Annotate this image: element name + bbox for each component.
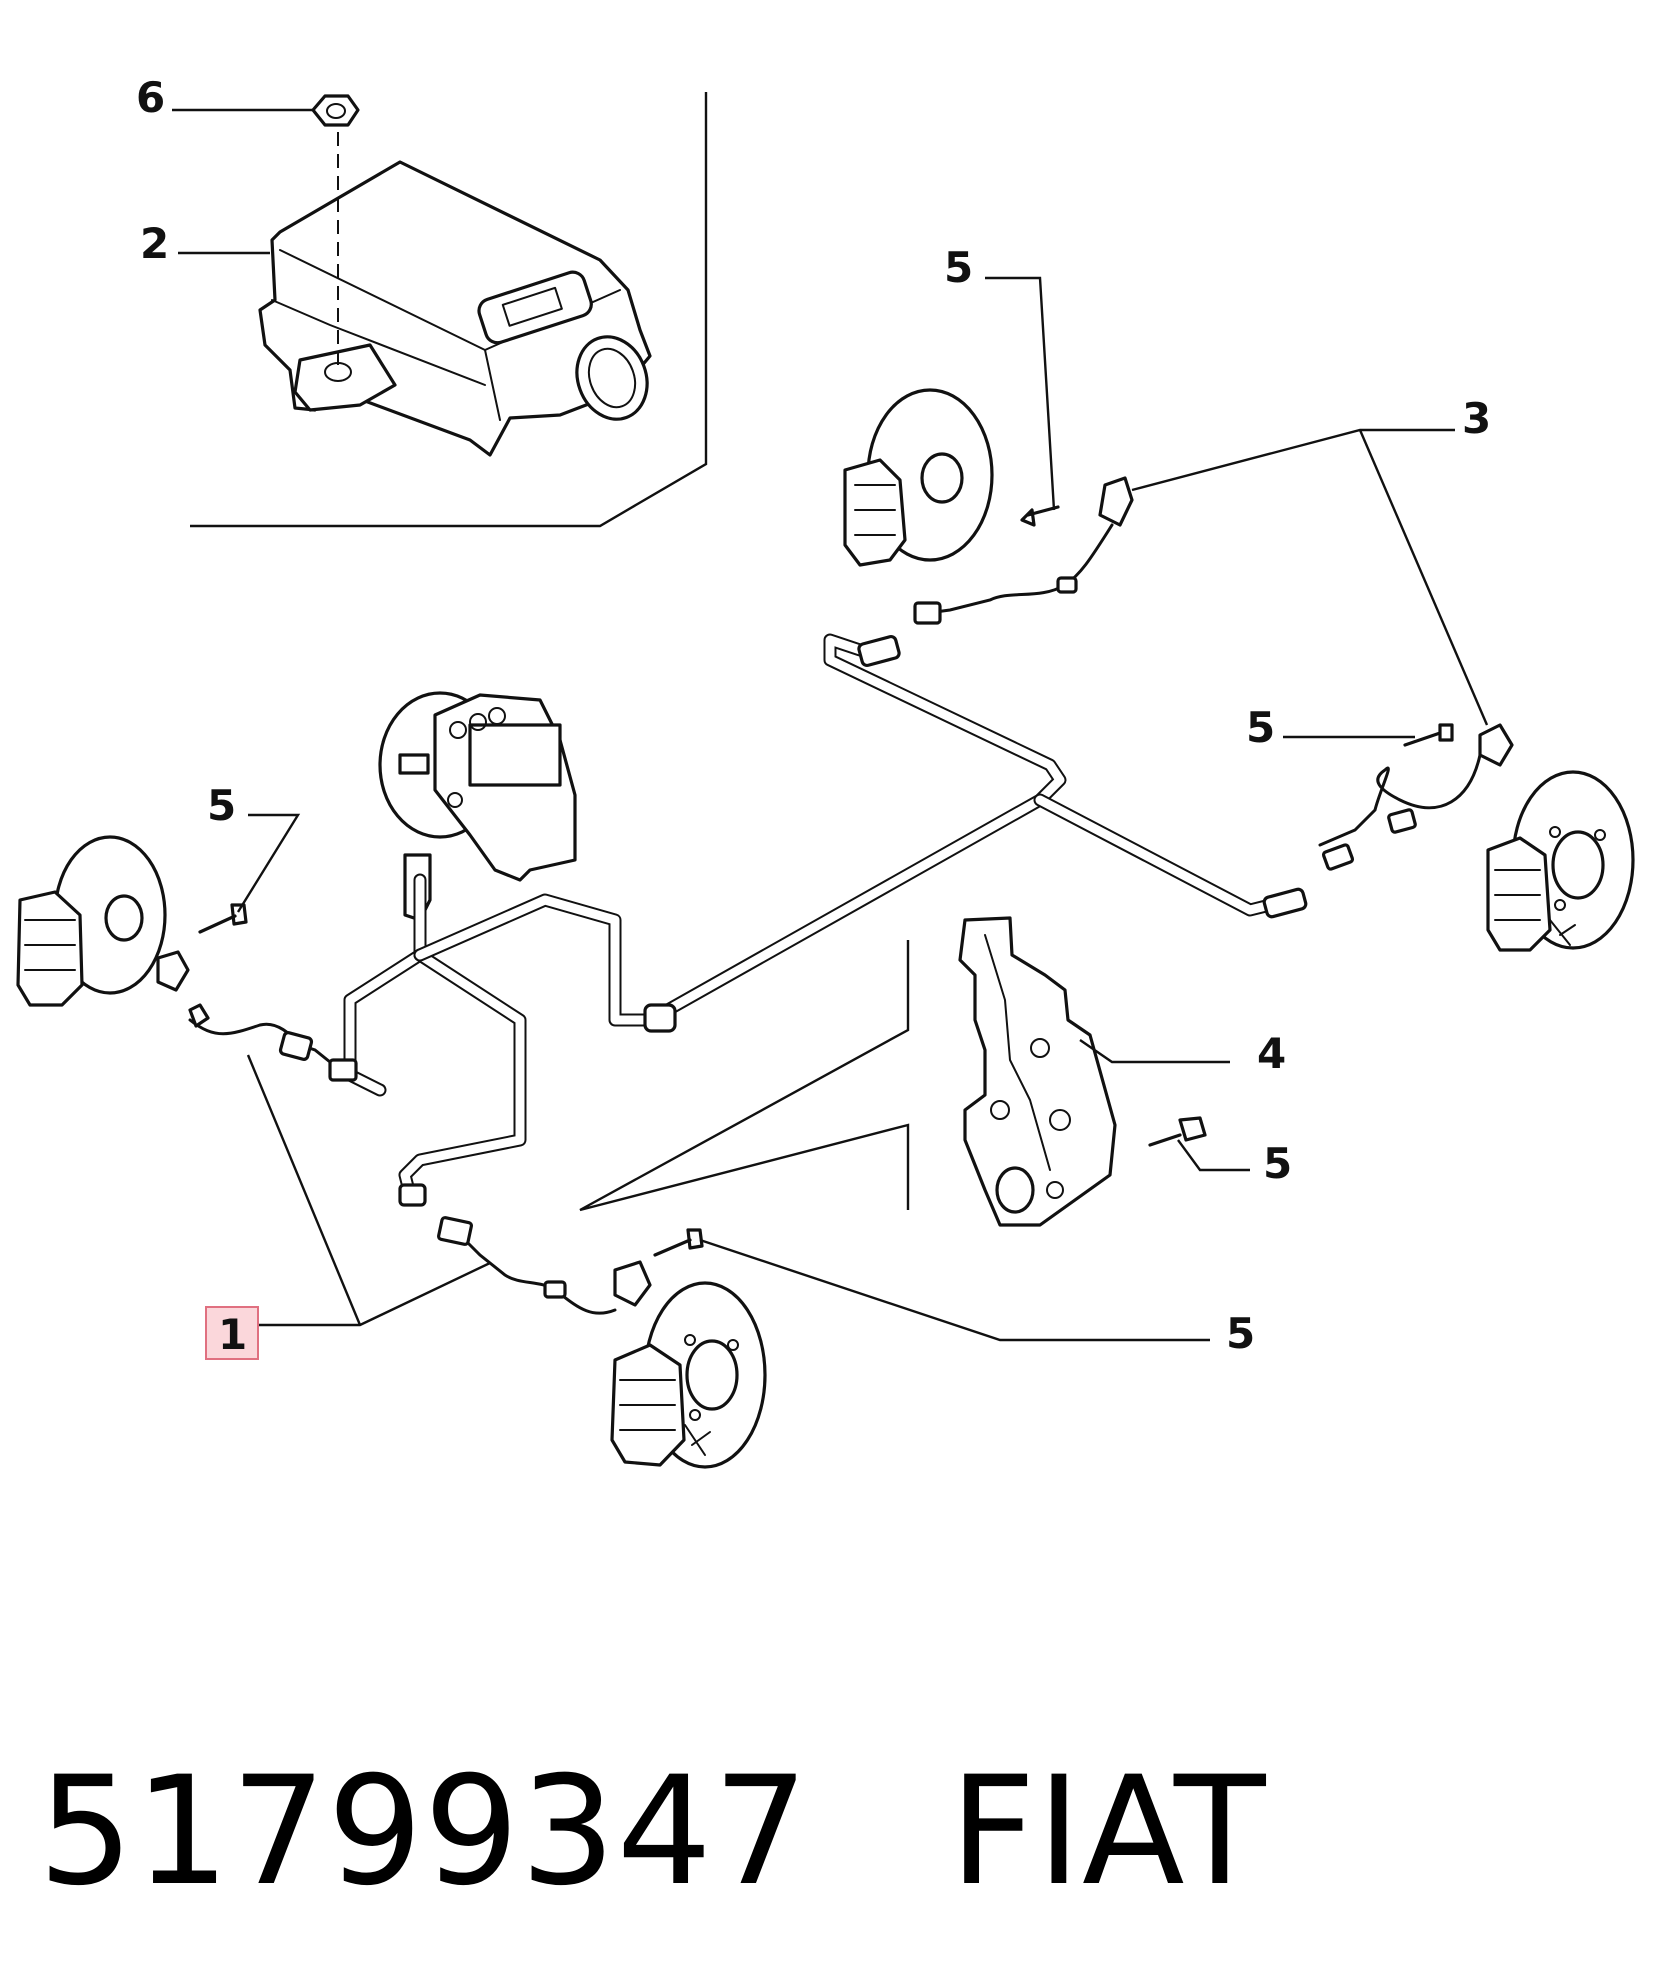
callout-1: 1 bbox=[218, 1310, 247, 1359]
abs-hydraulic-unit-drawing bbox=[378, 691, 577, 922]
callout-5-bracket: 5 bbox=[1263, 1139, 1292, 1188]
bracket-drawing bbox=[958, 916, 1207, 1227]
part-number: 51799347 bbox=[38, 1745, 810, 1919]
callout-5-right: 5 bbox=[1246, 703, 1275, 752]
wheel-front-right-drawing bbox=[843, 388, 1134, 625]
leader-lines bbox=[172, 108, 1489, 1342]
control-module-drawing bbox=[190, 92, 708, 528]
callout-6: 6 bbox=[136, 73, 165, 122]
wheel-front-left-drawing bbox=[16, 835, 358, 1082]
wheel-rear-right-drawing bbox=[1318, 723, 1635, 952]
brand-name: FIAT bbox=[949, 1745, 1267, 1919]
callout-3: 3 bbox=[1462, 394, 1491, 443]
callout-5-top: 5 bbox=[944, 243, 973, 292]
callout-1-highlight[interactable]: 1 bbox=[205, 1306, 259, 1360]
callout-5-bottom: 5 bbox=[1226, 1309, 1255, 1358]
callout-labels: 6 2 5 3 5 5 4 5 1 5 bbox=[136, 73, 1491, 1360]
callout-2: 2 bbox=[140, 219, 169, 268]
callout-4: 4 bbox=[1257, 1029, 1286, 1078]
callout-5-left: 5 bbox=[207, 781, 236, 830]
footer-caption: 51799347 FIAT bbox=[38, 1745, 1267, 1919]
wheel-rear-left-drawing bbox=[436, 1216, 767, 1469]
brake-lines-drawing bbox=[343, 633, 1308, 1207]
